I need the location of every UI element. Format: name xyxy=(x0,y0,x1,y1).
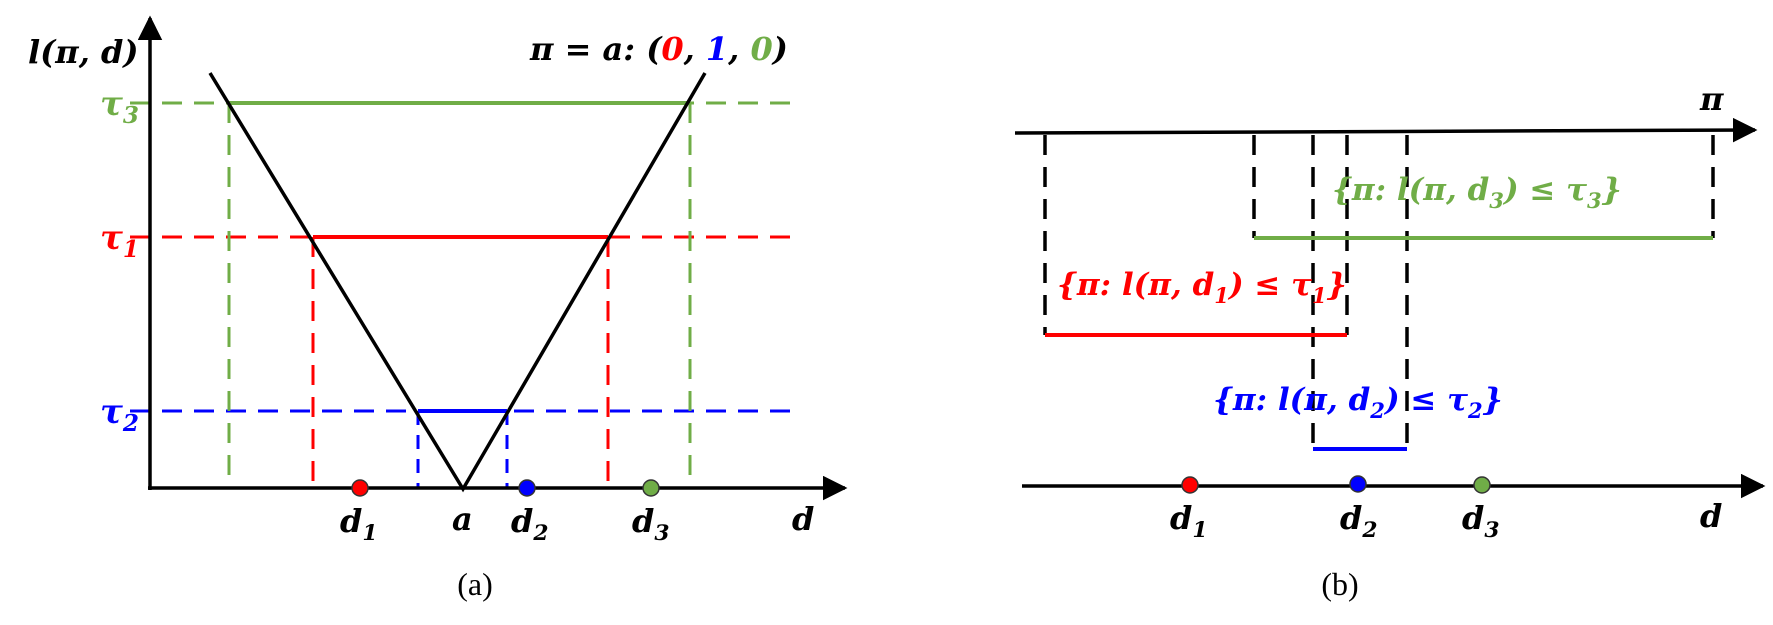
b-d2-point xyxy=(1349,475,1367,493)
b-d3-label: d3 xyxy=(1462,499,1500,543)
legend-value-3: 0 xyxy=(750,30,772,68)
d2-point xyxy=(518,479,536,497)
legend-value-1: 0 xyxy=(661,30,683,68)
d2-label: d2 xyxy=(511,502,549,546)
tau2-label: τ2 xyxy=(100,392,139,437)
legend: π = a: (0, 1, 0) xyxy=(529,30,788,68)
a-label: a xyxy=(452,500,473,538)
d3-point xyxy=(642,479,660,497)
caption-b: (b) xyxy=(1321,566,1358,602)
b-d1-point xyxy=(1181,476,1199,494)
tau3-label: τ3 xyxy=(100,84,139,129)
legend-prefix: π = a: ( xyxy=(529,30,663,68)
b-d1-label: d1 xyxy=(1170,499,1208,543)
d1-label: d1 xyxy=(340,502,378,546)
legend-value-2: 1 xyxy=(706,30,728,68)
d1-point xyxy=(351,479,369,497)
y-axis-label: l(π, d) xyxy=(28,33,139,71)
d-axis-label: d xyxy=(1700,497,1722,535)
loss-curve xyxy=(208,72,707,493)
b-d2-label: d2 xyxy=(1340,499,1378,543)
panel-a: l(π, d) π = a: (0, 1, 0) τ3 τ1 τ2 d1 a d… xyxy=(28,15,848,602)
tau1-label: τ1 xyxy=(100,218,139,263)
d2-set-label: {π: l(π, d2) ≤ τ2} xyxy=(1213,382,1503,423)
b-d3-point xyxy=(1473,476,1491,494)
d3-label: d3 xyxy=(632,502,670,546)
panel-b: π {π: l(π, d3) ≤ τ3} {π: l(π, d1) ≤ τ1} … xyxy=(1014,80,1766,602)
x-axis-label: d xyxy=(792,500,814,538)
d1-set-label: {π: l(π, d1) ≤ τ1} xyxy=(1057,267,1347,308)
caption-a: (a) xyxy=(457,566,493,602)
pi-axis xyxy=(1014,117,1758,143)
d3-set-label: {π: l(π, d3) ≤ τ3} xyxy=(1332,172,1622,213)
pi-axis-label: π xyxy=(1699,80,1724,118)
